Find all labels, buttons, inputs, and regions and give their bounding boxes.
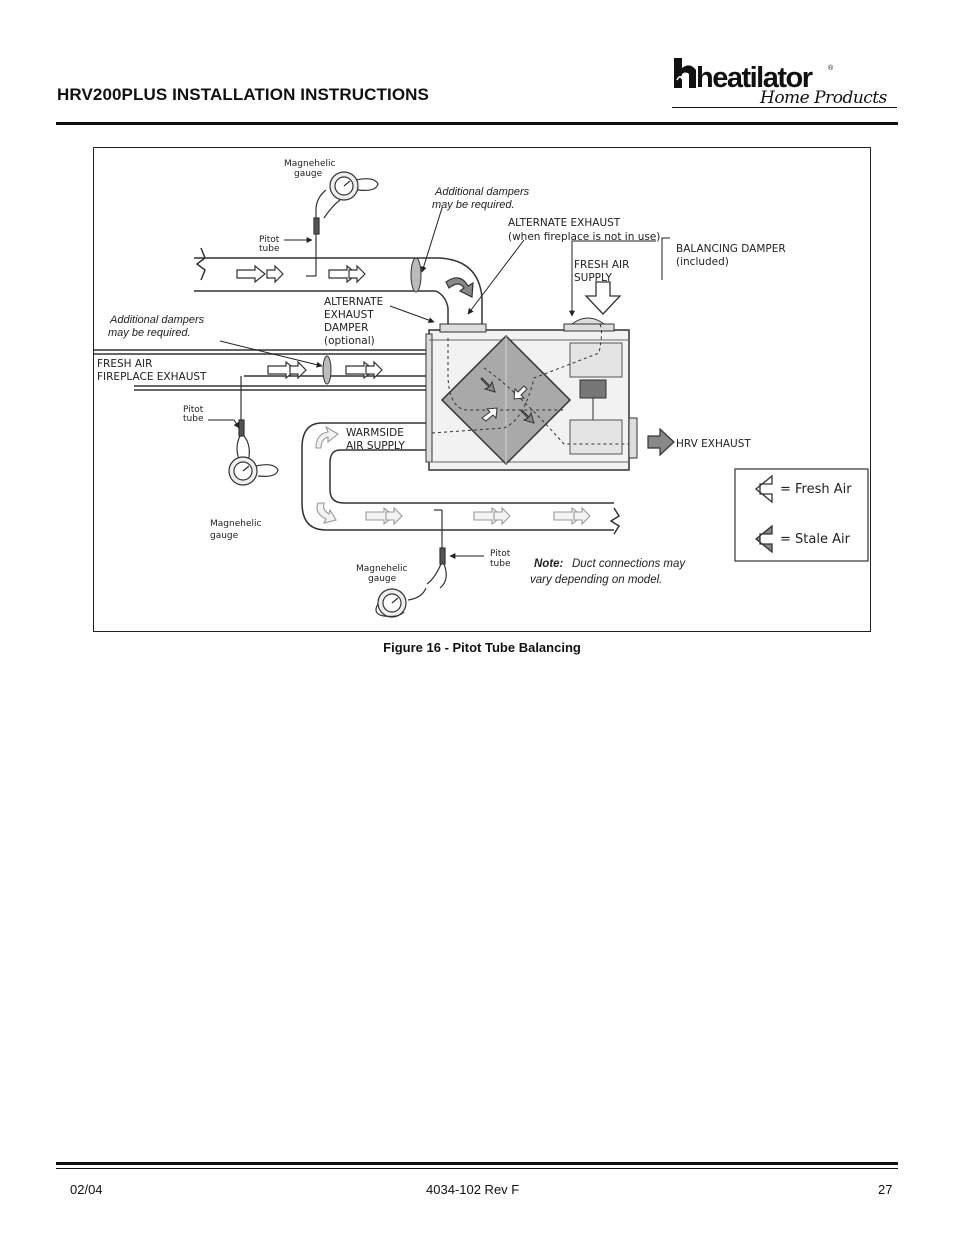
document-title: HRV200PLUS INSTALLATION INSTRUCTIONS <box>57 85 429 104</box>
upper-damper <box>410 257 422 293</box>
logo-wordmark: heatilator <box>696 62 813 94</box>
label-fresh-air-supply-1: FRESH AIR <box>574 259 629 271</box>
label-warmside-1: WARMSIDE <box>346 427 404 439</box>
label-additional-dampers-top-2: may be required. <box>432 199 515 211</box>
label-magnehelic-left-1: Magnehelic <box>210 519 261 529</box>
warmside-duct <box>301 422 621 535</box>
label-warmside-2: AIR SUPPLY <box>346 440 405 452</box>
label-note-line-2: vary depending on model. <box>530 574 662 586</box>
footer-date: 02/04 <box>70 1182 103 1197</box>
warmside-flow-arrows <box>315 425 591 526</box>
header-rule-thin <box>672 107 897 108</box>
label-alternate-exhaust-note: (when fireplace is not in use) <box>508 231 660 243</box>
label-additional-dampers-top-1: Additional dampers <box>434 186 530 198</box>
figure-caption: Figure 16 - Pitot Tube Balancing <box>383 640 581 655</box>
fresh-air-legend-icon <box>754 474 773 504</box>
label-pitot-left-1: Pitot <box>183 405 204 415</box>
label-magnehelic-bottom-2: gauge <box>368 574 397 584</box>
leader-lines <box>208 207 670 559</box>
legend-stale-air: = Stale Air <box>780 532 851 547</box>
footer-rule <box>56 1162 898 1165</box>
label-note-line-1: Duct connections may <box>572 558 686 570</box>
label-additional-dampers-left-1: Additional dampers <box>109 314 205 326</box>
label-alternate-damper-3: DAMPER <box>324 322 368 334</box>
diagram-labels: Magnehelic gauge Pitot tube Additional d… <box>97 159 786 586</box>
label-hrv-exhaust: HRV EXHAUST <box>676 438 751 450</box>
hrv-exhaust-arrow <box>647 427 675 457</box>
upper-duct-flow-arrows <box>236 264 474 298</box>
legend: = Fresh Air = Stale Air <box>734 468 869 562</box>
magnehelic-gauge-bottom <box>375 509 447 618</box>
magnehelic-gauge-left <box>228 376 279 486</box>
figure-frame: Magnehelic gauge Pitot tube Additional d… <box>93 147 871 632</box>
label-balancing-damper: BALANCING DAMPER <box>676 243 786 255</box>
stale-air-legend-icon <box>754 524 773 554</box>
core-arrows <box>480 377 535 424</box>
footer-doc-number: 4034-102 Rev F <box>426 1182 520 1197</box>
label-magnehelic-top-1: Magnehelic <box>284 159 335 169</box>
label-pitot-top-1: Pitot <box>259 235 280 245</box>
label-alternate-exhaust: ALTERNATE EXHAUST <box>508 217 621 229</box>
label-fireplace-exhaust: FIREPLACE EXHAUST <box>97 371 207 383</box>
fresh-air-duct <box>94 349 429 391</box>
magnehelic-gauge-top <box>306 171 379 277</box>
mid-damper <box>322 355 332 385</box>
fresh-air-flow-arrows <box>267 360 383 380</box>
label-pitot-left-2: tube <box>183 414 204 424</box>
hrv-unit <box>425 317 638 471</box>
label-alternate-damper-1: ALTERNATE <box>324 296 383 308</box>
pitot-tube-diagram: Magnehelic gauge Pitot tube Additional d… <box>94 159 869 618</box>
label-magnehelic-bottom-1: Magnehelic <box>356 564 407 574</box>
label-additional-dampers-left-2: may be required. <box>108 327 191 339</box>
label-pitot-bottom-2: tube <box>490 559 511 569</box>
logo-flame-mark <box>674 58 696 88</box>
label-alternate-damper-4: (optional) <box>324 335 375 347</box>
label-magnehelic-top-2: gauge <box>294 169 323 179</box>
label-fresh-air-duct: FRESH AIR <box>97 358 152 370</box>
footer-page-number: 27 <box>878 1182 893 1197</box>
legend-fresh-air: = Fresh Air <box>780 482 852 497</box>
fresh-air-supply-arrow <box>584 281 622 315</box>
logo-subline: Home Products <box>759 88 888 108</box>
label-note: Note: <box>534 558 564 570</box>
label-balancing-damper-note: (included) <box>676 256 729 268</box>
header-rule <box>56 122 898 125</box>
footer-rule-thin <box>56 1168 898 1169</box>
logo-registered-mark: ® <box>828 64 834 72</box>
heatilator-logo: heatilator ® Home Products <box>674 58 888 108</box>
label-pitot-top-2: tube <box>259 244 280 254</box>
label-fresh-air-supply-2: SUPPLY <box>574 272 612 284</box>
label-magnehelic-left-2: gauge <box>210 531 239 541</box>
label-pitot-bottom-1: Pitot <box>490 549 511 559</box>
label-alternate-damper-2: EXHAUST <box>324 309 374 321</box>
